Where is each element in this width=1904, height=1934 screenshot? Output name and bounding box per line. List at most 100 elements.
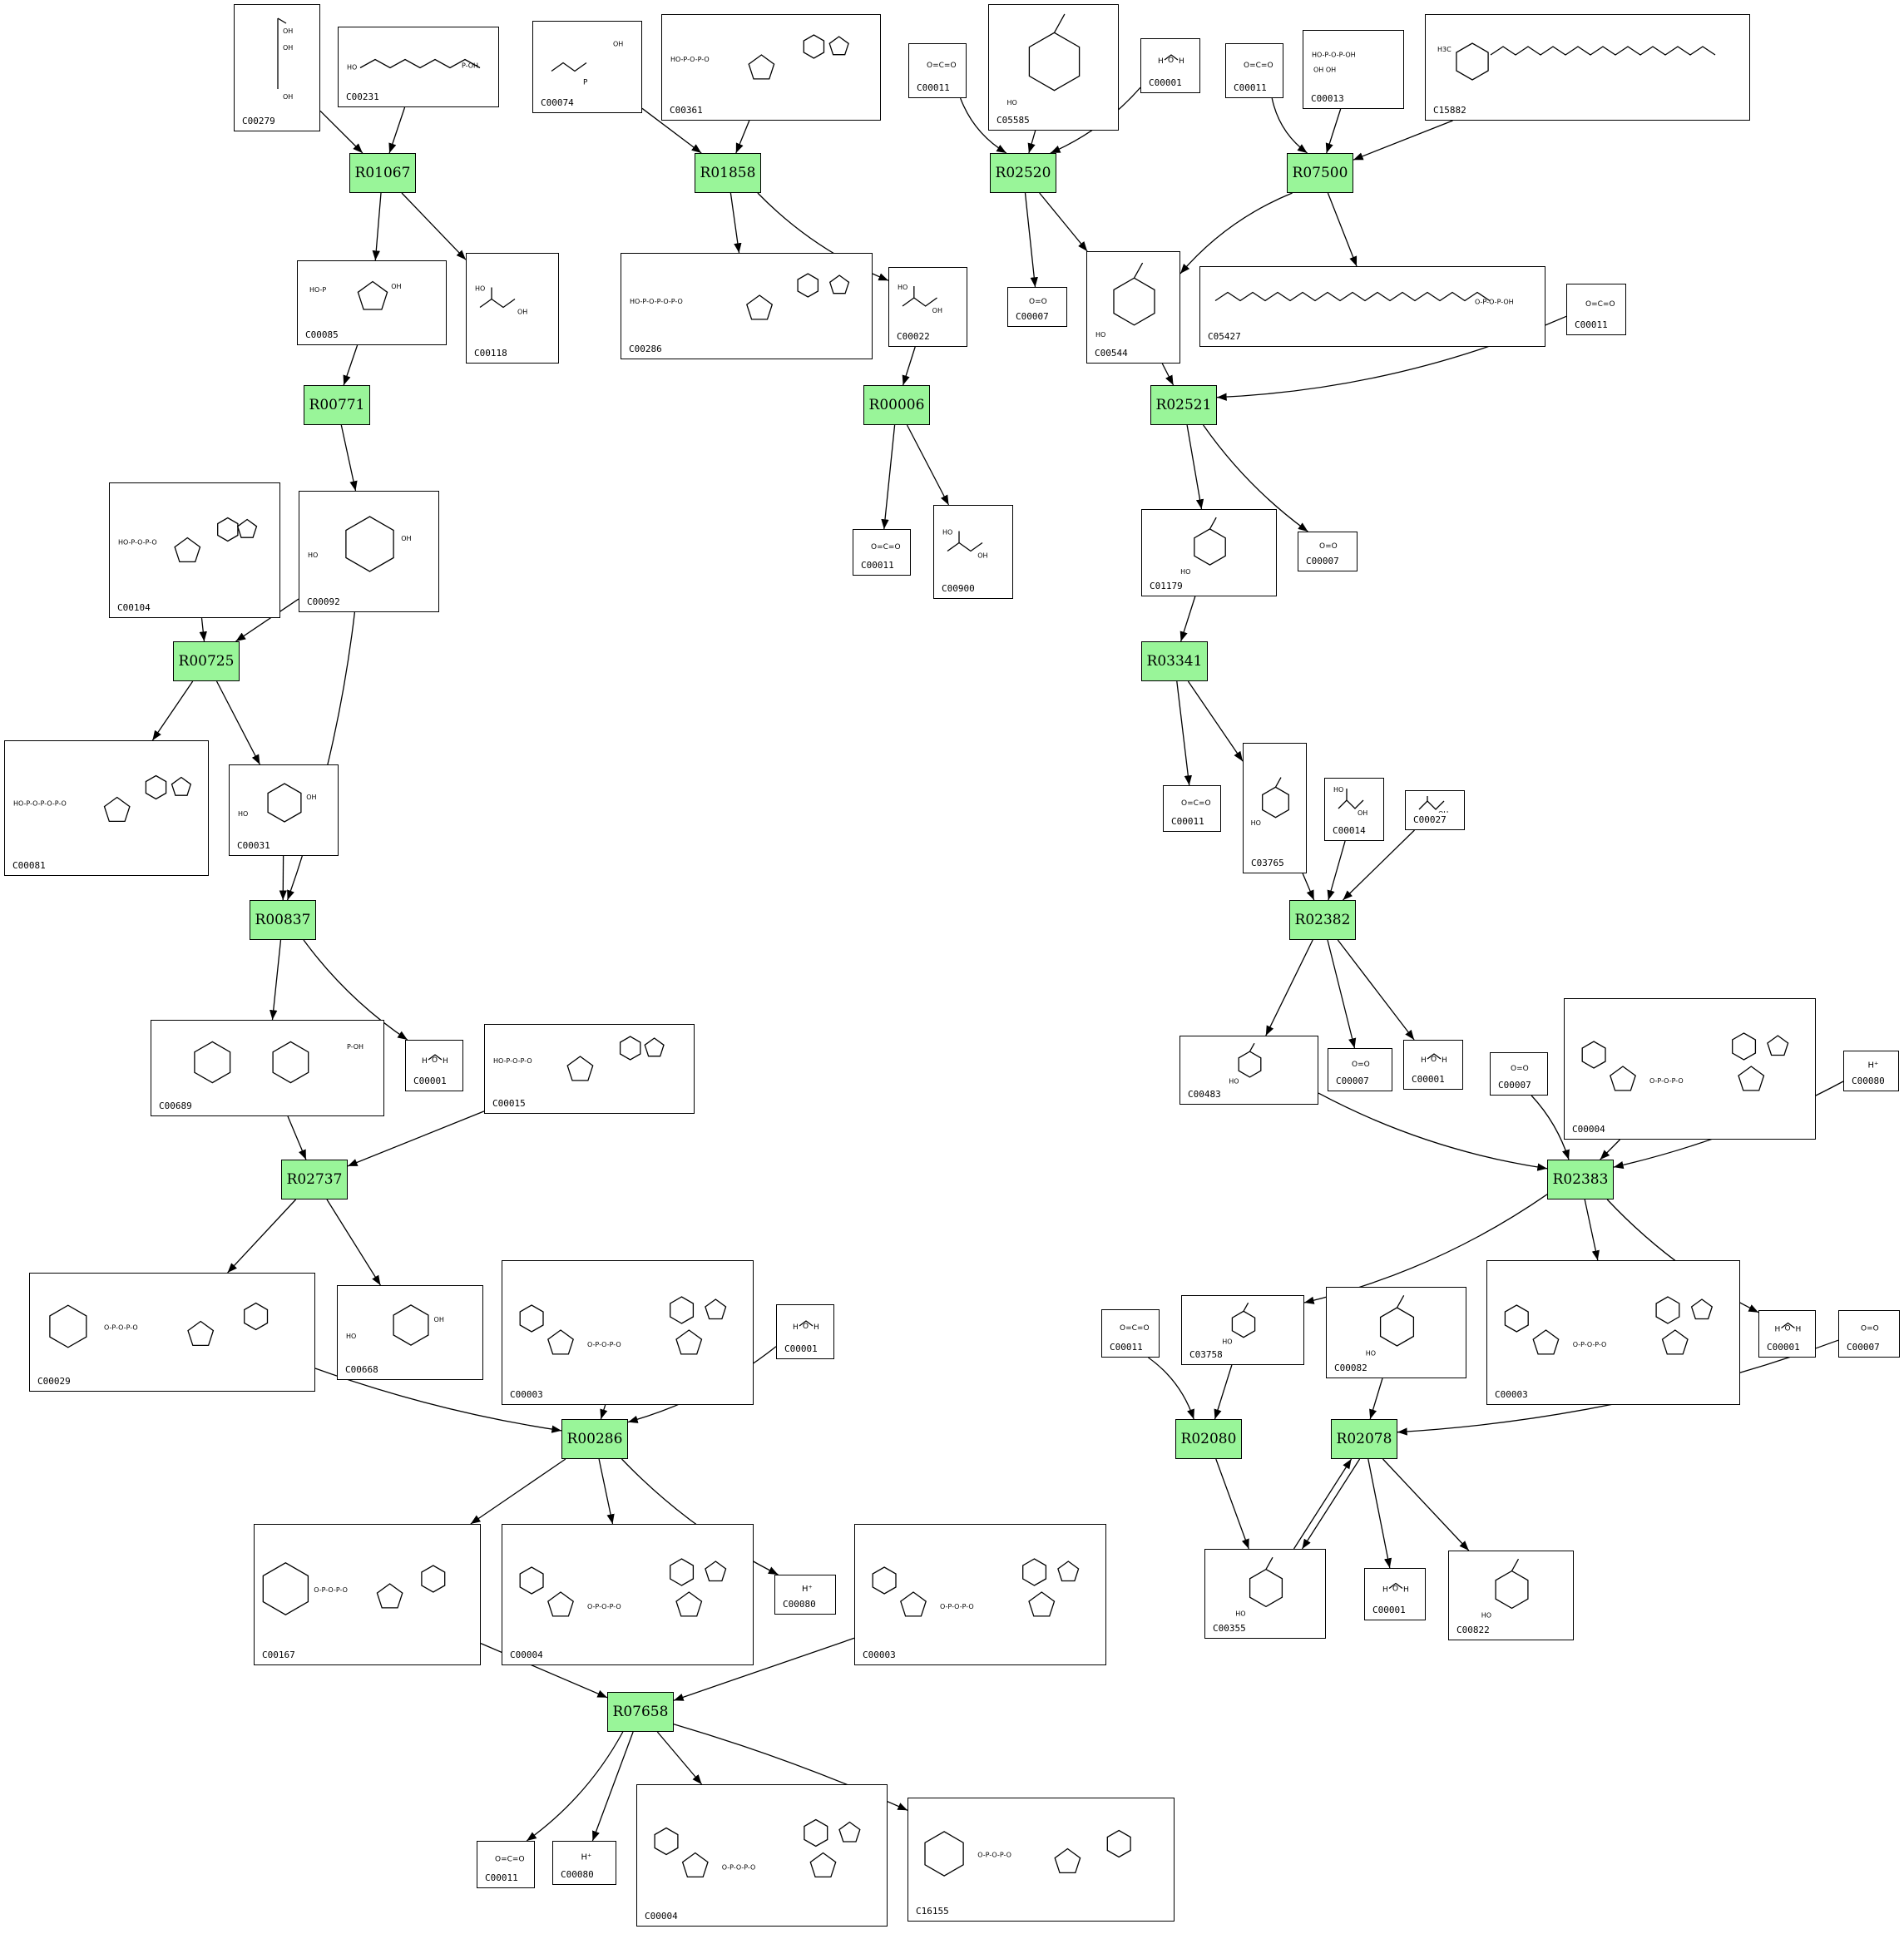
structure-diagram: HO: [1185, 1041, 1313, 1086]
compound-id-label: C00011: [485, 1872, 518, 1883]
svg-text:HO: HO: [898, 284, 907, 291]
compound-id-label: C00286: [629, 344, 662, 354]
reaction-node-r07658[interactable]: R07658: [607, 1692, 674, 1732]
compound-id-label: C00167: [262, 1650, 295, 1660]
edge-arrow: [151, 680, 194, 741]
reaction-node-r02080[interactable]: R02080: [1175, 1419, 1242, 1459]
edge-arrow: [1327, 939, 1357, 1049]
compound-id-label: C03765: [1251, 858, 1284, 868]
svg-text:O-P-O-P-O: O-P-O-P-O: [314, 1586, 348, 1594]
svg-text:HO: HO: [1235, 1610, 1245, 1618]
reaction-node-r02520[interactable]: R02520: [990, 153, 1056, 193]
compound-node-c00080[interactable]: H⁺C00080: [552, 1841, 616, 1885]
reaction-node-r00771[interactable]: R00771: [304, 385, 370, 425]
svg-text:HO: HO: [1095, 331, 1105, 339]
reaction-node-r02078[interactable]: R02078: [1331, 1419, 1397, 1459]
structure-diagram: O=O: [1844, 1316, 1894, 1338]
reaction-node-r00286[interactable]: R00286: [561, 1419, 628, 1459]
reaction-node-r02737[interactable]: R02737: [281, 1160, 348, 1199]
compound-node-c00080[interactable]: H⁺C00080: [1843, 1051, 1899, 1091]
reaction-node-r02383[interactable]: R02383: [1547, 1160, 1614, 1199]
edge-arrow: [1302, 873, 1315, 901]
svg-text:HO: HO: [1006, 99, 1016, 106]
compound-node-c00167[interactable]: O-P-O-P-O C00167: [254, 1524, 481, 1665]
compound-id-label: C00007: [1336, 1076, 1369, 1086]
svg-text:OH: OH: [613, 41, 623, 48]
edge-arrow: [1214, 1364, 1233, 1420]
reaction-node-r01858[interactable]: R01858: [695, 153, 761, 193]
reaction-node-r03341[interactable]: R03341: [1141, 641, 1208, 681]
compound-node-c00027[interactable]: OHHOC00027: [1405, 787, 1465, 830]
svg-text:O-P-O-P-OH: O-P-O-P-OH: [1475, 299, 1514, 306]
reaction-node-r02382[interactable]: R02382: [1289, 900, 1356, 940]
structure-diagram: O=C=O: [914, 49, 961, 79]
reaction-node-r00725[interactable]: R00725: [173, 641, 240, 681]
svg-text:H⁺: H⁺: [581, 1853, 592, 1862]
reaction-node-r02521[interactable]: R02521: [1150, 385, 1217, 425]
reaction-node-r07500[interactable]: R07500: [1287, 153, 1353, 193]
reaction-node-r00837[interactable]: R00837: [250, 900, 316, 940]
compound-node-c00080[interactable]: H⁺C00080: [774, 1575, 836, 1615]
edge-arrow: [343, 344, 359, 386]
edge-arrow: [621, 1458, 779, 1575]
reaction-node-r00006[interactable]: R00006: [863, 385, 930, 425]
reaction-node-r01067[interactable]: R01067: [349, 153, 416, 193]
